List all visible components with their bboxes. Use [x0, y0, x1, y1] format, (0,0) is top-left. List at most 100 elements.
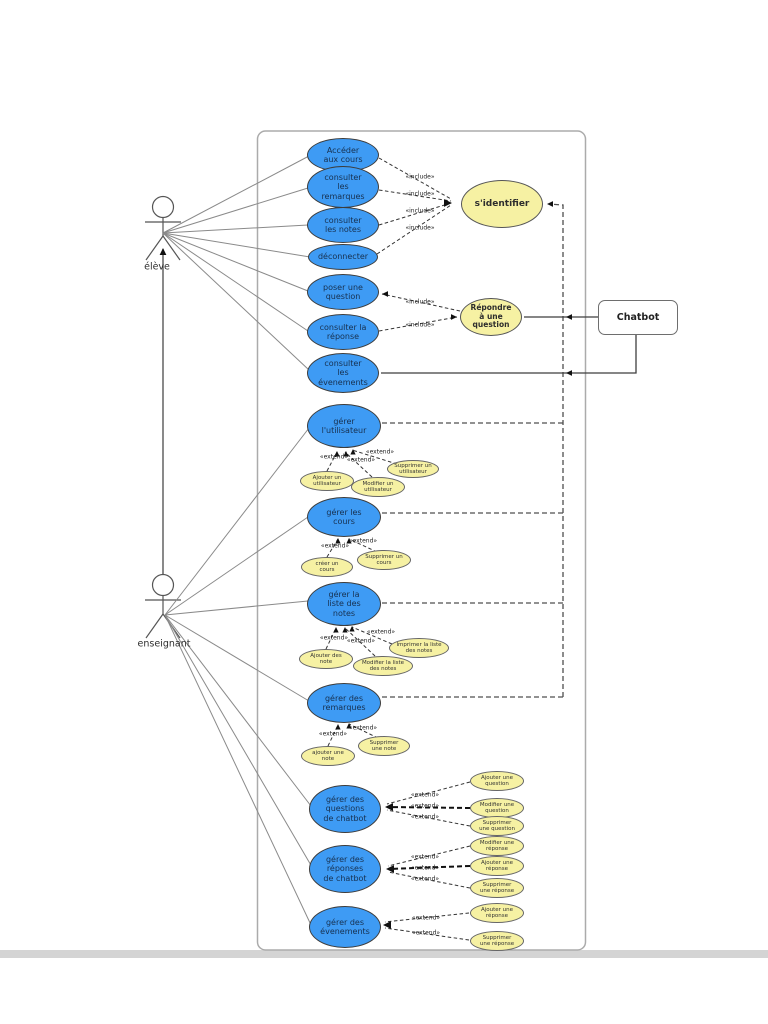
system-boundary [256, 130, 587, 951]
use-case-supprimer-cours[interactable]: Supprimer un cours [357, 550, 411, 570]
actor-eleve-figure[interactable] [145, 195, 181, 261]
edge [378, 157, 452, 200]
arrow-head [566, 370, 572, 376]
use-case-gerer-utilisateur[interactable]: gérer l'utilisateur [307, 404, 381, 448]
use-case-repondre[interactable]: Répondre à une question [460, 298, 522, 336]
arrow-head [385, 803, 393, 811]
use-case-gerer-cours[interactable]: gérer les cours [307, 497, 381, 537]
extend-label: «extend» [319, 634, 349, 642]
edge [164, 614, 312, 926]
page-break-band [0, 950, 768, 958]
edge [162, 232, 310, 371]
chatbot-box[interactable]: Chatbot [598, 300, 678, 335]
extend-label: «extend» [319, 453, 349, 461]
edge [164, 614, 310, 702]
arrow-head [444, 199, 452, 207]
use-case-creer-cours[interactable]: créer un cours [301, 557, 353, 577]
extend-label: «extend» [410, 853, 440, 861]
use-case-ajouter-notes[interactable]: Ajouter des note [299, 649, 353, 669]
edge [386, 809, 471, 827]
edge [164, 516, 309, 616]
arrow-head [382, 291, 388, 297]
use-case-gerer-evenements[interactable]: gérer des évenements [309, 906, 381, 948]
use-case-modifier-liste-notes[interactable]: Modifier la liste des notes [353, 656, 413, 676]
edge [384, 912, 470, 923]
use-case-poser-question[interactable]: poser une question [307, 274, 379, 310]
edge [376, 204, 452, 255]
use-case-identifier[interactable]: s'identifier [461, 180, 543, 228]
arrow-head [383, 921, 391, 929]
arrow-head [451, 314, 457, 320]
extend-label: «extend» [410, 802, 440, 810]
actor-eleve-label: élève [144, 261, 170, 273]
use-case-gerer-remarques[interactable]: gérer des remarques [307, 683, 381, 723]
edge [351, 449, 398, 465]
extend-label: «extend» [366, 628, 396, 636]
use-case-gerer-reponses[interactable]: gérer des réponses de chatbot [309, 845, 381, 893]
arrow-head [350, 449, 356, 455]
use-case-supprimer-note[interactable]: Supprimer une note [358, 736, 410, 756]
extend-label: «extend» [411, 914, 441, 922]
edge [164, 614, 313, 868]
include-label: «include» [405, 224, 435, 232]
edge [378, 316, 458, 332]
edge [351, 626, 393, 645]
use-case-gerer-questions[interactable]: gérer des questions de chatbot [309, 785, 381, 833]
edge [386, 781, 471, 805]
edge [164, 614, 312, 807]
use-case-modifier-reponse[interactable]: Modifier une réponse [470, 836, 524, 856]
use-case-ajouter-reponse-evt[interactable]: Ajouter une réponse [470, 903, 524, 923]
include-label: «include» [405, 321, 435, 329]
arrow-head [333, 627, 339, 633]
arrow-head [346, 538, 352, 544]
edge [387, 865, 471, 870]
include-label: «include» [405, 298, 435, 306]
use-case-supprimer-reponse-evt[interactable]: Supprimer une réponse [470, 931, 524, 951]
use-case-ajouter-note[interactable]: ajouter une note [301, 746, 355, 766]
use-case-ajouter-question[interactable]: Ajouter une question [470, 771, 524, 791]
edge [548, 203, 564, 697]
use-case-gerer-liste-notes[interactable]: gérer la liste des notes [307, 582, 381, 626]
arrow-head [159, 248, 167, 255]
arrow-head [386, 865, 394, 873]
use-case-ajouter-utilisateur[interactable]: Ajouter un utilisateur [300, 471, 354, 491]
include-label: «include» [405, 173, 435, 181]
edge [386, 806, 471, 809]
use-case-supprimer-question[interactable]: Supprimer une question [470, 816, 524, 836]
use-case-imprimer-liste-notes[interactable]: Imprimer la liste des notes [389, 638, 449, 658]
arrow-head [566, 314, 572, 320]
use-case-supprimer-utilisateur[interactable]: Supprimer un utilisateur [387, 460, 439, 478]
use-case-modifier-utilisateur[interactable]: Modifier un utilisateur [351, 477, 405, 497]
extend-label: «extend» [346, 456, 376, 464]
edge [378, 202, 452, 226]
edge [384, 927, 470, 941]
edge [348, 538, 378, 553]
arrow-head [547, 201, 553, 207]
extend-label: «extend» [348, 724, 378, 732]
edge [162, 187, 309, 234]
extend-label: «extend» [348, 537, 378, 545]
arrow-head [335, 724, 341, 730]
use-case-ajouter-reponse[interactable]: Ajouter une réponse [470, 856, 524, 876]
edge [381, 332, 637, 374]
arrow-head [343, 451, 349, 457]
use-case-consulter-notes[interactable]: consulter les notes [307, 207, 379, 243]
edge [378, 189, 452, 202]
use-case-consulter-reponse[interactable]: consulter la réponse [307, 314, 379, 350]
arrow-head [342, 627, 348, 633]
use-case-consulter-remarques[interactable]: consulter les remarques [307, 166, 379, 208]
extend-label: «extend» [411, 929, 441, 937]
extend-label: «extend» [320, 542, 350, 550]
extend-label: «extend» [410, 813, 440, 821]
edge [162, 224, 309, 234]
edge [344, 627, 376, 657]
extend-label: «extend» [410, 864, 440, 872]
arrow-head [349, 626, 355, 632]
edge [164, 427, 310, 616]
use-case-supprimer-reponse[interactable]: Supprimer une réponse [470, 878, 524, 898]
use-case-modifier-question[interactable]: Modifier une question [470, 798, 524, 818]
use-case-consulter-evenements[interactable]: consulter les évenements [307, 353, 379, 393]
use-case-deconnecter[interactable]: déconnecter [308, 244, 378, 270]
